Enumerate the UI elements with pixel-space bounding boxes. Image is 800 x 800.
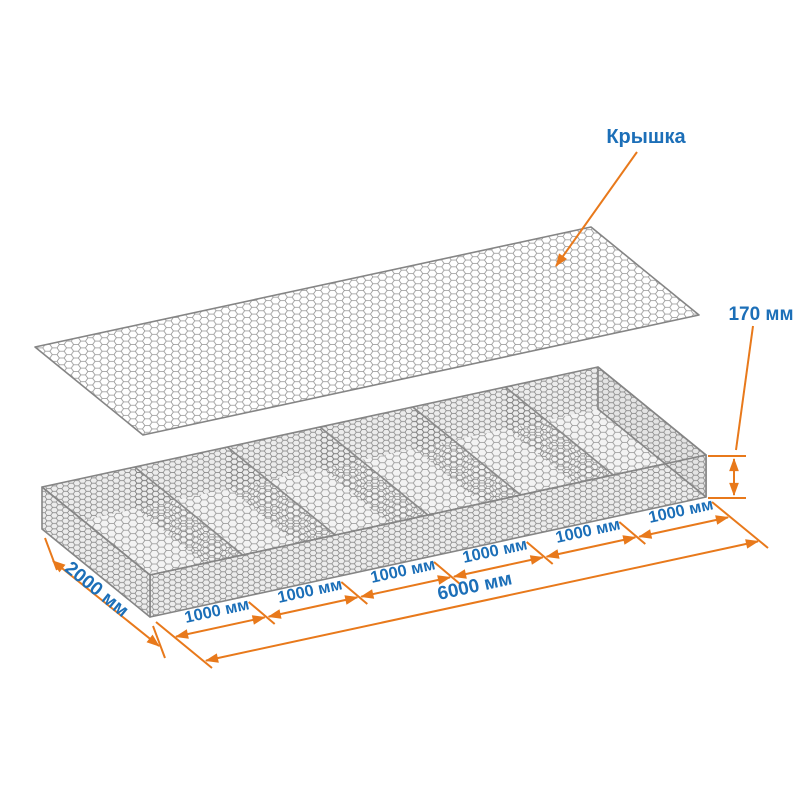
width-arrow <box>52 560 160 647</box>
right-face-mesh <box>598 367 706 497</box>
divider-edge <box>319 426 429 516</box>
lid-mesh-texture <box>35 227 699 435</box>
lid-label: Крышка <box>606 126 686 148</box>
extension-line <box>44 537 58 571</box>
lid-callout: Крышка <box>555 126 687 267</box>
divider-edge <box>226 446 336 536</box>
height-label: 170 мм <box>728 304 793 325</box>
gabion-box <box>41 366 707 618</box>
total-length-arrow <box>204 539 760 663</box>
extension-line <box>711 501 769 549</box>
lid-edge <box>34 226 700 436</box>
segment-arrow <box>638 515 730 539</box>
rim-edge <box>41 366 707 576</box>
height-leader-line <box>735 325 754 451</box>
lid-leader-line <box>555 151 638 267</box>
extension-line <box>155 621 213 669</box>
divider-edge <box>504 386 614 476</box>
height-dimension: 170 мм <box>708 304 794 499</box>
divider-edge <box>412 406 522 496</box>
lid-mesh-panel <box>34 226 700 436</box>
